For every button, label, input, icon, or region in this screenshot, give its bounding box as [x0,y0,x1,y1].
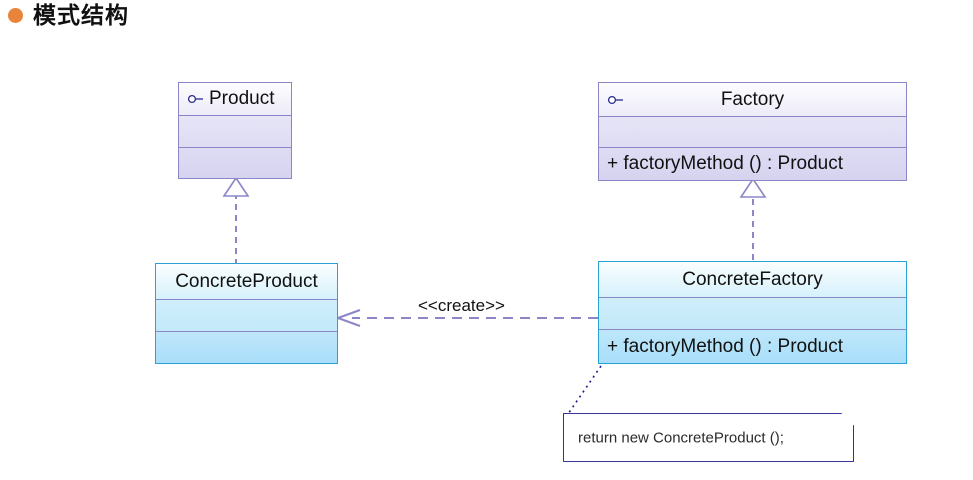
class-name-section-factory: Factory [599,83,906,116]
relationship-note-anchor [567,365,602,415]
class-box-concreteproduct[interactable]: ConcreteProduct [155,263,338,364]
class-operations-concretefactory: + factoryMethod () : Product [607,335,844,357]
interface-icon [607,95,623,104]
class-box-concretefactory[interactable]: ConcreteFactory + factoryMethod () : Pro… [598,261,907,364]
note-box[interactable]: return new ConcreteProduct (); [564,414,853,461]
class-attributes-section-factory [599,116,906,147]
class-operations-factory: + factoryMethod () : Product [607,153,844,174]
relationship-label-create: <<create>> [418,296,505,315]
relationship-concreteproduct-realizes-product [222,176,250,265]
class-name-section-product: Product [179,83,291,116]
note-text: return new ConcreteProduct (); [578,429,784,446]
class-name-section-concreteproduct: ConcreteProduct [156,264,337,299]
interface-icon [187,95,203,104]
class-name-concretefactory: ConcreteFactory [682,268,823,290]
class-name-product: Product [209,88,275,110]
class-name-section-concretefactory: ConcreteFactory [599,262,906,297]
page-title-text: 模式结构 [33,2,129,28]
class-attributes-section-concreteproduct [156,299,337,331]
class-box-factory[interactable]: Factory + factoryMethod () : Product [598,82,907,181]
class-operations-section-concreteproduct [156,331,337,363]
bullet-icon [8,8,23,23]
class-box-product[interactable]: Product [178,82,292,179]
class-operations-section-product [179,146,291,178]
page-title: 模式结构 [8,4,129,27]
class-operations-section-concretefactory: + factoryMethod () : Product [599,329,906,363]
class-attributes-section-product [179,115,291,147]
relationship-concretefactory-realizes-factory [739,177,767,260]
class-operations-section-factory: + factoryMethod () : Product [599,147,906,180]
class-name-concreteproduct: ConcreteProduct [175,270,318,292]
class-attributes-section-concretefactory [599,297,906,329]
class-name-factory: Factory [720,88,785,110]
